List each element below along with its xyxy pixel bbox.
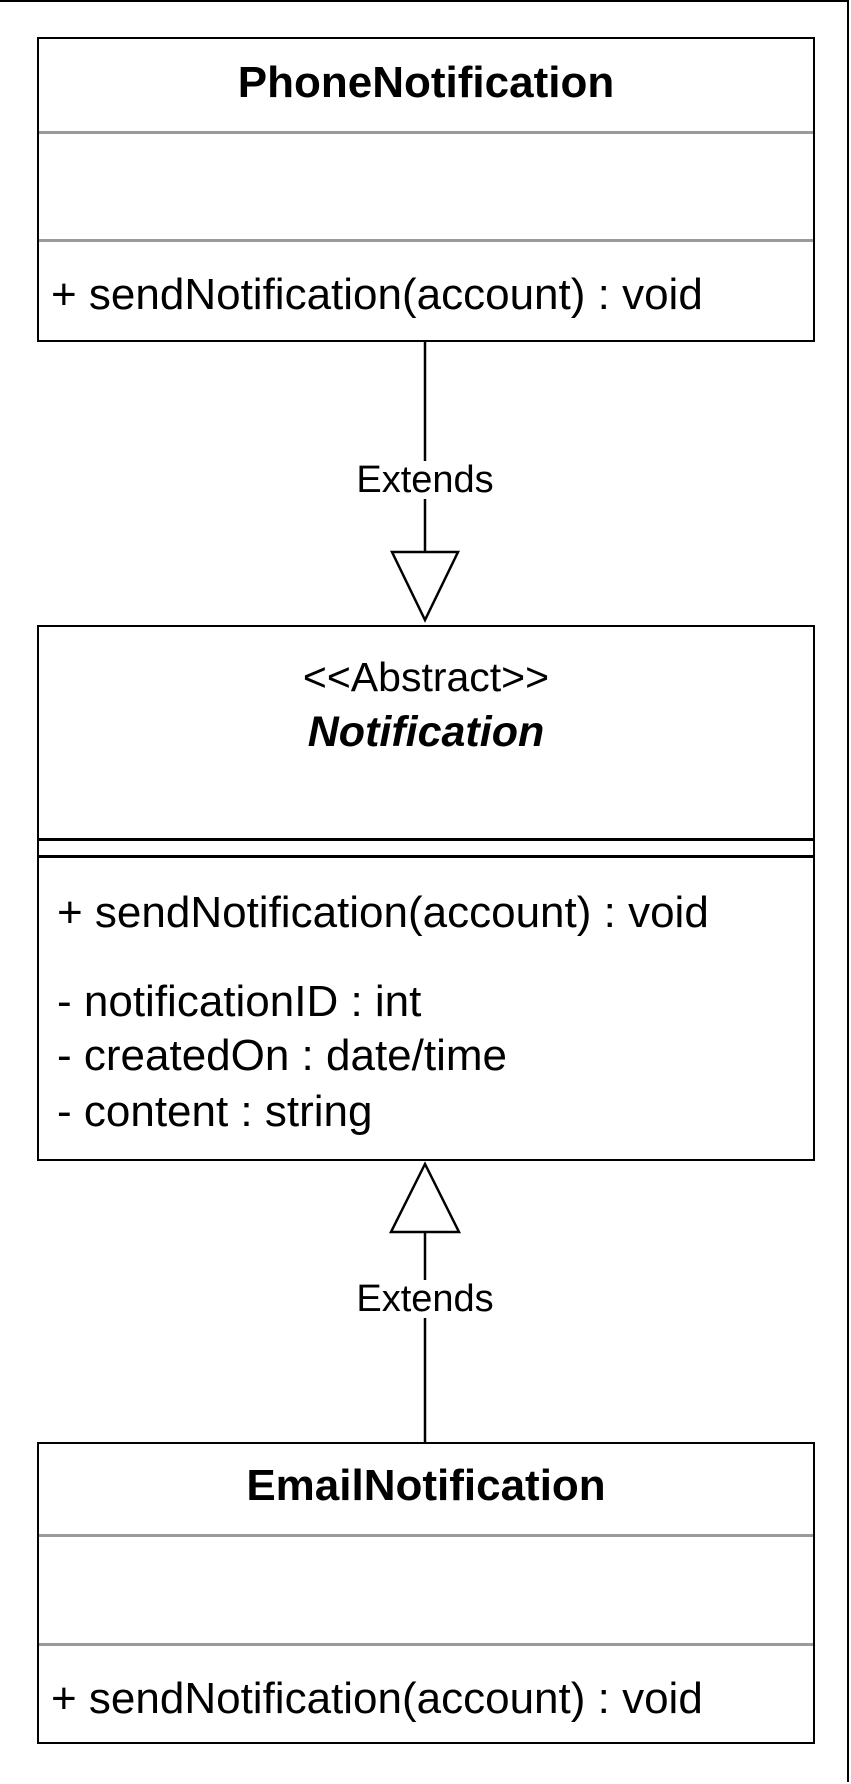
extends-label-bottom: Extends (325, 1280, 525, 1318)
class-name: PhoneNotification (237, 58, 615, 107)
attribute-item: - content : string (57, 1087, 373, 1136)
class-phone-notification[interactable]: PhoneNotification + sendNotification(acc… (37, 37, 815, 342)
divider-attributes (39, 131, 813, 134)
class-name: EmailNotification (246, 1461, 606, 1510)
method-item: + sendNotification(account) : void (51, 270, 703, 319)
attribute-item: - notificationID : int (57, 977, 422, 1026)
method-item: + sendNotification(account) : void (51, 1674, 703, 1723)
divider-attributes (39, 1534, 813, 1537)
divider-methods (39, 1643, 813, 1646)
generalization-arrowhead-top (390, 550, 460, 623)
extends-label-top: Extends (325, 461, 525, 499)
stereotype-label: <<Abstract>> (302, 654, 550, 700)
class-email-notification[interactable]: EmailNotification + sendNotification(acc… (37, 1442, 815, 1744)
divider-attributes (39, 838, 813, 841)
class-notification[interactable]: <<Abstract>> Notification + sendNotifica… (37, 625, 815, 1161)
attribute-item: - createdOn : date/time (57, 1031, 507, 1080)
divider-methods (39, 239, 813, 242)
method-item: + sendNotification(account) : void (57, 888, 709, 937)
divider-methods (39, 855, 813, 858)
generalization-arrowhead-bottom (388, 1161, 462, 1234)
class-name: Notification (307, 708, 545, 756)
